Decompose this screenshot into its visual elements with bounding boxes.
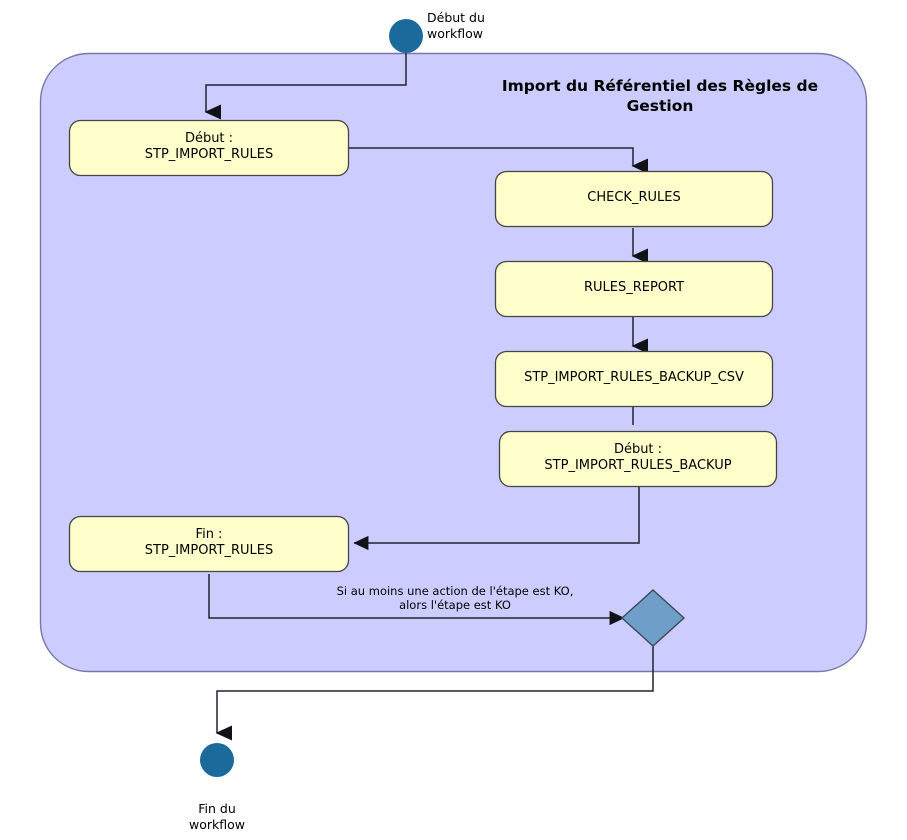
box-stp-import-rules-backup-csv[interactable] (494, 350, 774, 408)
box-stp-import-rules-end[interactable] (68, 515, 350, 573)
box-stp-import-rules-backup-start[interactable] (498, 430, 778, 488)
end-terminal[interactable] (200, 743, 234, 777)
box-stp-import-rules-start[interactable] (68, 119, 350, 177)
edge-backup-start-to-stp-import-rules-end (353, 486, 640, 551)
edge-stp-import-rules-end-to-decision (208, 574, 625, 626)
edge-start-to-stp-import-rules (204, 52, 407, 120)
edge-stp-import-rules-to-check-rules (348, 147, 648, 174)
box-check-rules[interactable] (494, 170, 774, 228)
box-rules-report[interactable] (494, 260, 774, 318)
start-terminal[interactable] (389, 19, 423, 53)
decision-diamond[interactable] (620, 589, 686, 647)
container-title: Import du Référentiel des Règles de Gest… (501, 77, 819, 116)
edge-decision-to-end-terminal (215, 646, 654, 741)
